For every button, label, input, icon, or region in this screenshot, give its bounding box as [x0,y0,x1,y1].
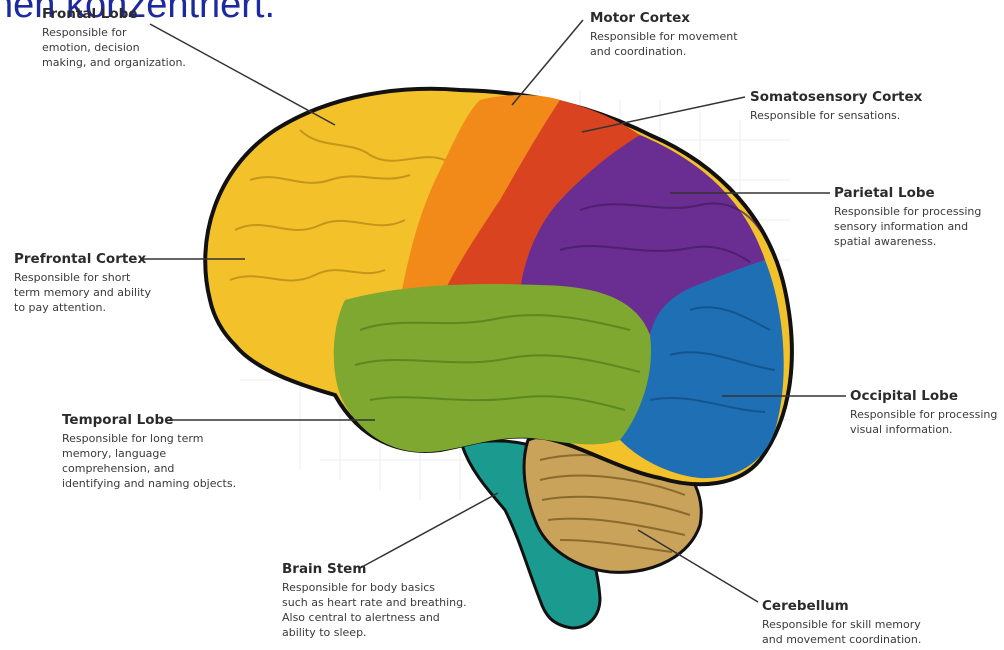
motor-cortex-leader [512,20,583,105]
prefrontal-cortex-desc-1: Responsible for short [14,270,151,285]
cerebellum-desc-2: and movement coordination. [762,632,921,647]
frontal-lobe-desc-2: emotion, decision [42,40,186,55]
parietal-lobe-label: Parietal Lobe Responsible for processing… [834,185,981,249]
brain-stem-desc-4: ability to sleep. [282,625,467,640]
temporal-lobe-desc-2: memory, language [62,446,236,461]
prefrontal-cortex-desc-2: term memory and ability [14,285,151,300]
temporal-lobe-label: Temporal Lobe Responsible for long term … [62,412,236,491]
brain-stem-desc-2: such as heart rate and breathing. [282,595,467,610]
occipital-lobe-title: Occipital Lobe [850,388,997,404]
parietal-lobe-desc-3: spatial awareness. [834,234,981,249]
cerebellum-label: Cerebellum Responsible for skill memory … [762,598,921,647]
temporal-lobe-region [334,284,651,452]
somatosensory-cortex-title: Somatosensory Cortex [750,89,922,105]
brain-stem-desc-3: Also central to alertness and [282,610,467,625]
motor-cortex-desc-2: and coordination. [590,44,738,59]
brain-stem-title: Brain Stem [282,561,467,577]
occipital-lobe-desc-2: visual information. [850,422,997,437]
parietal-lobe-desc-1: Responsible for processing [834,204,981,219]
cerebellum-title: Cerebellum [762,598,921,614]
occipital-lobe-label: Occipital Lobe Responsible for processin… [850,388,997,437]
parietal-lobe-desc-2: sensory information and [834,219,981,234]
motor-cortex-label: Motor Cortex Responsible for movement an… [590,10,738,59]
frontal-lobe-desc-1: Responsible for [42,25,186,40]
parietal-lobe-title: Parietal Lobe [834,185,981,201]
brain-stem-desc-1: Responsible for body basics [282,580,467,595]
somatosensory-cortex-desc-1: Responsible for sensations. [750,108,922,123]
prefrontal-cortex-desc-3: to pay attention. [14,300,151,315]
cerebellum-desc-1: Responsible for skill memory [762,617,921,632]
prefrontal-cortex-label: Prefrontal Cortex Responsible for short … [14,251,151,315]
frontal-lobe-title: Frontal Lobe [42,6,186,22]
temporal-lobe-desc-3: comprehension, and [62,461,236,476]
somatosensory-cortex-label: Somatosensory Cortex Responsible for sen… [750,89,922,123]
temporal-lobe-desc-4: identifying and naming objects. [62,476,236,491]
brain-stem-leader [360,493,498,568]
temporal-lobe-desc-1: Responsible for long term [62,431,236,446]
motor-cortex-desc-1: Responsible for movement [590,29,738,44]
occipital-lobe-desc-1: Responsible for processing [850,407,997,422]
frontal-lobe-label: Frontal Lobe Responsible for emotion, de… [42,6,186,70]
motor-cortex-title: Motor Cortex [590,10,738,26]
temporal-lobe-title: Temporal Lobe [62,412,236,428]
frontal-lobe-desc-3: making, and organization. [42,55,186,70]
brain-stem-label: Brain Stem Responsible for body basics s… [282,561,467,640]
prefrontal-cortex-title: Prefrontal Cortex [14,251,151,267]
